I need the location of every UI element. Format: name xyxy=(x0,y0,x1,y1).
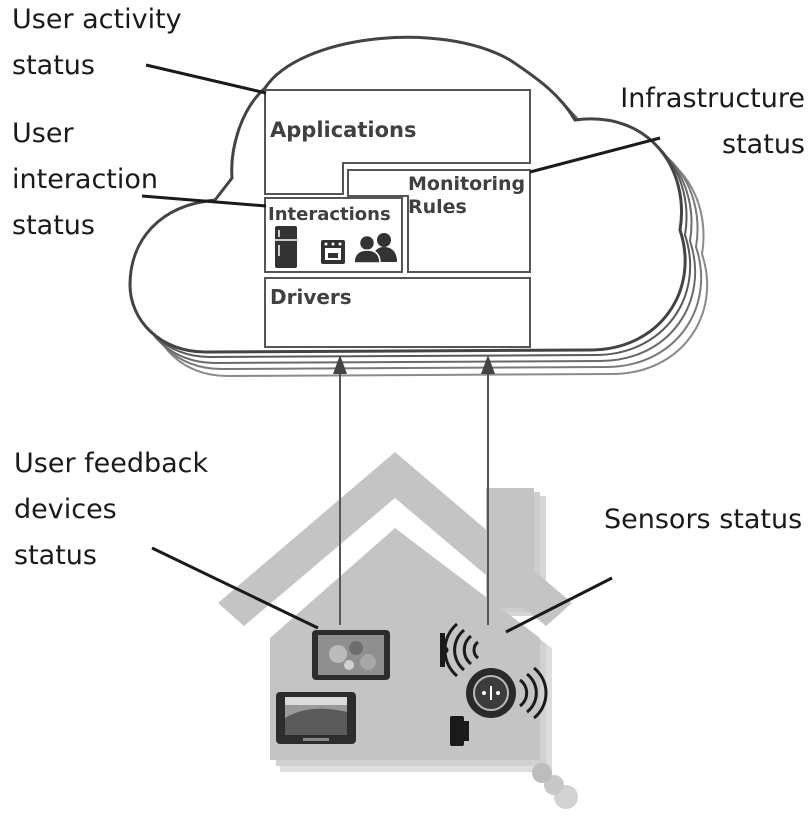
tablet-icon xyxy=(276,692,356,744)
user-activity-leader xyxy=(145,63,267,95)
user-feedback-callout: User feedback devices status xyxy=(14,448,209,571)
interactions-label: Interactions xyxy=(268,204,391,225)
tablet-icon xyxy=(312,630,390,680)
user-feedback-leader xyxy=(151,546,319,630)
oven-icon xyxy=(321,240,345,264)
roof xyxy=(218,452,572,626)
callout-lines xyxy=(141,63,661,634)
monitoring-rules-block xyxy=(347,169,531,273)
sensors-callout: Sensors status xyxy=(604,504,803,535)
applications-label: Applications xyxy=(270,118,416,142)
drivers-block xyxy=(264,277,531,348)
arrow-head xyxy=(481,355,495,374)
infrastructure-callout: Infrastructure status xyxy=(620,83,805,160)
wifi-signal-icon xyxy=(440,622,480,678)
applications-block xyxy=(264,89,531,195)
door-sensor-icon xyxy=(450,716,469,746)
architecture-blocks: Applications Monitoring Rules Interactio… xyxy=(264,89,531,348)
data-flow-arrows xyxy=(333,355,495,625)
user-interaction-leader xyxy=(141,194,267,208)
user-activity-callout: User activity status xyxy=(12,4,182,81)
refrigerator-icon xyxy=(275,226,297,268)
arrow-head xyxy=(333,355,347,374)
monitoring-label: Monitoring xyxy=(408,173,525,195)
drivers-label: Drivers xyxy=(270,285,352,309)
round-sensor-icon xyxy=(466,666,548,720)
user-interaction-callout: User interaction status xyxy=(12,118,159,241)
house xyxy=(218,452,578,809)
smoke-puff xyxy=(532,763,552,783)
rules-label: Rules xyxy=(408,196,467,218)
infrastructure-leader xyxy=(529,136,661,174)
users-icon xyxy=(353,233,397,264)
sensors-leader xyxy=(505,576,613,634)
